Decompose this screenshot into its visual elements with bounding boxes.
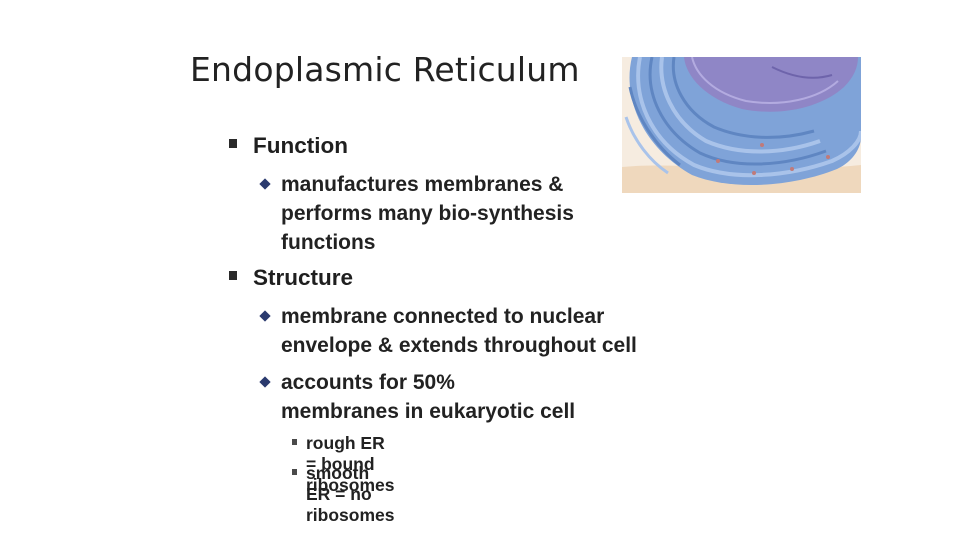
sub-bullet-line: functions — [281, 231, 376, 254]
sub-bullet-line: accounts for 50% — [281, 371, 455, 394]
sub-bullet-line: membranes in eukaryotic cell — [281, 400, 576, 423]
bullet-heading: Function — [253, 133, 348, 158]
sub-bullet: accounts for 50% membranes in eukaryotic… — [259, 368, 701, 426]
sub-sub-bullet-text: smooth ER = no ribosomes — [306, 463, 395, 525]
sub-bullet-line: manufactures membranes & — [281, 173, 564, 196]
bullet-function: Function — [229, 133, 348, 159]
sub-bullet: membrane connected to nuclear envelope &… — [259, 302, 701, 360]
bullet-heading: Structure — [253, 265, 354, 290]
slide-title: Endoplasmic Reticulum — [190, 50, 580, 89]
sub-sub-bullet: smooth ER = no ribosomes — [292, 463, 395, 526]
diamond-bullet-icon — [259, 310, 271, 322]
sub-sub-bullet: rough ER = bound ribosomes — [292, 433, 395, 496]
er-illustration — [622, 57, 861, 193]
small-square-bullet-icon — [292, 439, 297, 445]
sub-bullet: manufactures membranes & performs many b… — [259, 170, 701, 257]
bullet-structure: Structure — [229, 265, 354, 291]
square-bullet-icon — [229, 139, 237, 148]
sub-bullet-line: performs many bio-synthesis — [281, 202, 574, 225]
sub-bullet-line: membrane connected to nuclear — [281, 305, 605, 328]
diamond-bullet-icon — [259, 376, 271, 388]
square-bullet-icon — [229, 271, 237, 280]
er-illustration-graphic — [622, 57, 861, 193]
sub-sub-bullet-text: rough ER = bound ribosomes — [306, 433, 395, 495]
small-square-bullet-icon — [292, 469, 297, 475]
diamond-bullet-icon — [259, 178, 271, 190]
sub-bullet-line: envelope & extends throughout cell — [281, 334, 637, 357]
